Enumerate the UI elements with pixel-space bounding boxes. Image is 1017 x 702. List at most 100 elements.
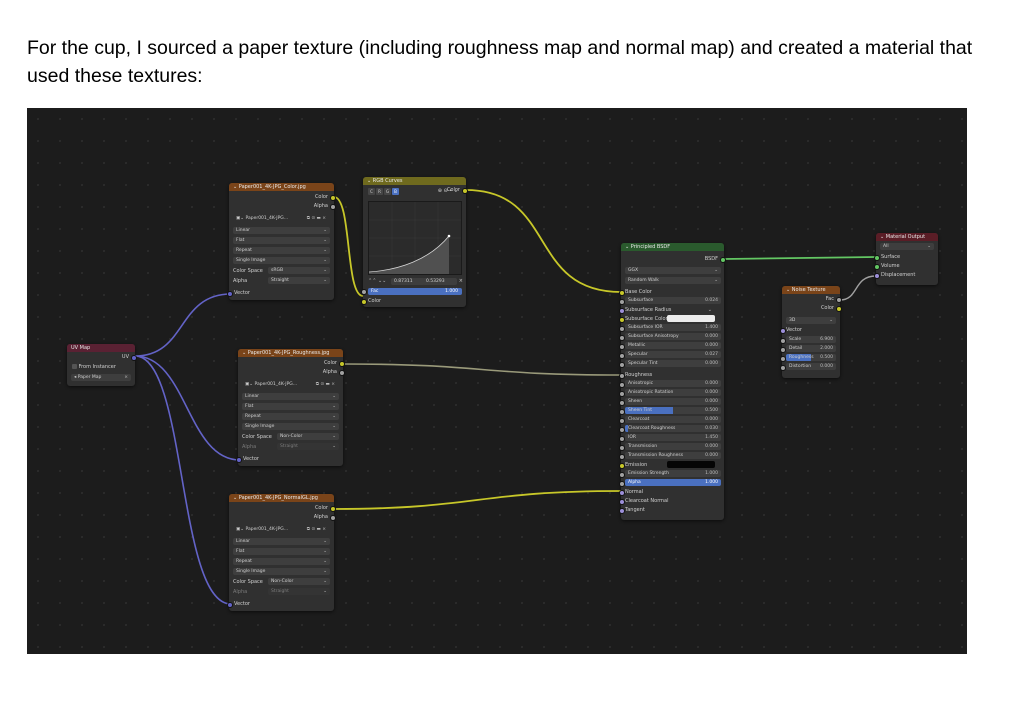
bsdf-output-socket[interactable] xyxy=(720,257,726,263)
transmission-socket[interactable] xyxy=(619,445,625,451)
principled-bsdf-node[interactable]: ⌄ Principled BSDF BSDF GGX⌄ Random Walk⌄… xyxy=(619,243,726,520)
subsurface-anisotropy-socket[interactable] xyxy=(619,335,625,341)
curve-graph[interactable] xyxy=(368,201,462,275)
curves-color-output-socket[interactable] xyxy=(462,188,468,194)
collapse-chevron-icon[interactable]: ⌄ xyxy=(625,244,631,250)
subsurface-method-dropdown[interactable]: Random Walk⌄ xyxy=(625,277,721,284)
rgb-curves-node[interactable]: ⌄ RGB Curves Color C R G B ⊕ ⊖ • ⌄ ⌃⌃ ⌄⌄… xyxy=(361,177,468,307)
specular-socket[interactable] xyxy=(619,353,625,359)
delete-point-icon[interactable]: × xyxy=(458,278,463,284)
noise-roughness-socket[interactable] xyxy=(780,356,786,362)
projection-dropdown[interactable]: Flat⌄ xyxy=(233,237,330,244)
alpha-output-socket[interactable] xyxy=(330,515,336,521)
zoom-icons[interactable]: ⊕ ⊖ • ⌄ xyxy=(437,188,458,194)
dimensions-dropdown[interactable]: 3D⌄ xyxy=(786,317,836,324)
subsurface-color-socket[interactable] xyxy=(619,317,625,323)
point-x-field[interactable]: 0.87311 xyxy=(391,278,425,285)
material-output-title[interactable]: ⌄ Material Output xyxy=(876,233,938,241)
image-actions-icons[interactable]: ⧉ ⊙ ▬ × xyxy=(306,216,326,221)
color-space-dropdown[interactable]: sRGB⌄ xyxy=(268,267,330,274)
interpolation-dropdown[interactable]: Linear⌄ xyxy=(233,538,330,545)
shader-node-editor[interactable]: UV Map UV From Instancer ◂ Paper Map × ⌄… xyxy=(27,108,967,654)
tangent-socket[interactable] xyxy=(619,508,625,514)
specular-tint-socket[interactable] xyxy=(619,362,625,368)
noise-vector-socket[interactable] xyxy=(780,328,786,334)
subsurface-socket[interactable] xyxy=(619,299,625,305)
metallic-socket[interactable] xyxy=(619,344,625,350)
color-output-socket[interactable] xyxy=(836,306,842,312)
source-dropdown[interactable]: Single Image⌄ xyxy=(242,423,339,430)
collapse-chevron-icon[interactable]: ⌄ xyxy=(242,350,248,356)
clearcoat-socket[interactable] xyxy=(619,418,625,424)
collapse-chevron-icon[interactable]: ⌄ xyxy=(233,495,239,501)
transmission-roughness-socket[interactable] xyxy=(619,454,625,460)
displacement-input-socket[interactable] xyxy=(874,273,880,279)
color-output-socket[interactable] xyxy=(339,361,345,367)
image-texture-roughness-node[interactable]: ⌄ Paper001_4K-JPG_Roughness.jpg Color Al… xyxy=(236,349,345,466)
subsurface-ior-socket[interactable] xyxy=(619,326,625,332)
alpha-mode-dropdown[interactable]: Straight⌄ xyxy=(268,277,330,284)
clearcoat-roughness-socket[interactable] xyxy=(619,427,625,433)
anisotropic-socket[interactable] xyxy=(619,382,625,388)
scale-socket[interactable] xyxy=(780,338,786,344)
image-texture-normal-node[interactable]: ⌄ Paper001_4K-JPG_NormalGL.jpg Color Alp… xyxy=(227,494,336,611)
uv-map-field[interactable]: ◂ Paper Map × xyxy=(71,374,131,381)
channel-c-tab[interactable]: C xyxy=(368,188,375,195)
image-browse-icon[interactable]: ▣⌄ xyxy=(236,216,246,221)
interpolation-dropdown[interactable]: Linear⌄ xyxy=(242,393,339,400)
uv-output-socket[interactable] xyxy=(131,355,137,361)
image-selector[interactable]: ▣⌄ Paper001_4K-JPG... ⧉ ⊙ ▬ × xyxy=(242,381,338,388)
vector-input-socket[interactable] xyxy=(236,457,242,463)
image-texture-roughness-title[interactable]: ⌄ Paper001_4K-JPG_Roughness.jpg xyxy=(238,349,343,357)
extension-dropdown[interactable]: Repeat⌄ xyxy=(233,247,330,254)
collapse-chevron-icon[interactable]: ⌄ xyxy=(233,184,239,190)
source-dropdown[interactable]: Single Image⌄ xyxy=(233,568,330,575)
detail-socket[interactable] xyxy=(780,347,786,353)
volume-input-socket[interactable] xyxy=(874,264,880,270)
image-actions-icons[interactable]: ⧉ ⊙ ▬ × xyxy=(306,527,326,532)
distribution-dropdown[interactable]: GGX⌄ xyxy=(625,267,721,274)
noise-texture-title[interactable]: ⌄ Noise Texture xyxy=(782,286,840,294)
color-space-dropdown[interactable]: Non-Color⌄ xyxy=(268,578,330,585)
channel-r-tab[interactable]: R xyxy=(376,188,383,195)
from-instancer-checkbox[interactable]: From Instancer xyxy=(72,363,116,371)
subsurface-radius-dropdown[interactable]: Subsurface Radius⌄ xyxy=(625,306,715,314)
vector-input-socket[interactable] xyxy=(227,291,233,297)
handle-type-icons[interactable]: ⌃⌃ ⌄⌄ xyxy=(368,278,387,284)
emission-color-swatch[interactable] xyxy=(667,461,715,468)
material-output-node[interactable]: ⌄ Material Output All⌄ Surface Volume Di… xyxy=(874,233,938,285)
curves-color-input-socket[interactable] xyxy=(361,299,367,305)
channel-g-tab[interactable]: G xyxy=(384,188,391,195)
checkbox-icon[interactable] xyxy=(72,364,77,369)
collapse-chevron-icon[interactable]: ⌄ xyxy=(786,287,792,293)
clear-x-icon[interactable]: × xyxy=(124,375,128,380)
alpha-mode-dropdown[interactable]: Straight⌄ xyxy=(268,588,330,595)
image-texture-normal-title[interactable]: ⌄ Paper001_4K-JPG_NormalGL.jpg xyxy=(229,494,334,502)
alpha-output-socket[interactable] xyxy=(339,370,345,376)
rgb-curves-title[interactable]: ⌄ RGB Curves xyxy=(363,177,466,185)
collapse-chevron-icon[interactable]: ⌄ xyxy=(367,178,373,184)
color-output-socket[interactable] xyxy=(330,506,336,512)
image-texture-color-title[interactable]: ⌄ Paper001_4K-JPG_Color.jpg xyxy=(229,183,334,191)
ior-socket[interactable] xyxy=(619,436,625,442)
noise-texture-node[interactable]: ⌄ Noise Texture Fac Color 3D⌄ Vector Sca… xyxy=(780,286,842,378)
normal-socket[interactable] xyxy=(619,490,625,496)
vector-input-socket[interactable] xyxy=(227,602,233,608)
uv-map-node-title[interactable]: UV Map xyxy=(67,344,135,352)
clearcoat-normal-socket[interactable] xyxy=(619,499,625,505)
collapse-chevron-icon[interactable]: ⌄ xyxy=(880,234,886,240)
